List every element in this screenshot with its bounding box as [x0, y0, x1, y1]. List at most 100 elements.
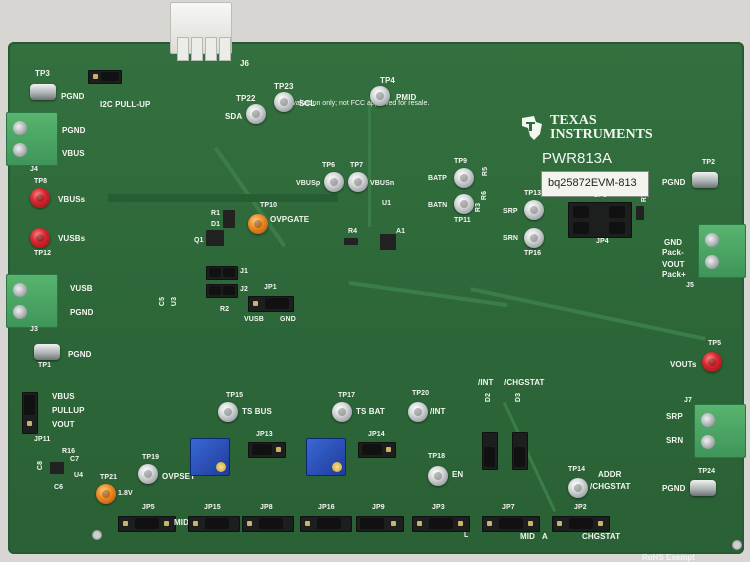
ts-bat-potentiometer[interactable] [306, 438, 346, 476]
label-tp20: TP20 [412, 390, 430, 397]
trace [368, 97, 371, 227]
trace [470, 287, 706, 341]
screw-icon [705, 255, 719, 269]
label-jp1: JP1 [264, 284, 277, 291]
tp20-testpoint[interactable] [408, 402, 428, 422]
jp6-jp4-header[interactable] [568, 202, 632, 238]
tp22-testpoint[interactable] [246, 104, 266, 124]
evm-label-text: bq25872EVM-813 [548, 177, 637, 189]
label-tp10: TP10 [260, 202, 278, 209]
label-jp9: JP9 [372, 504, 385, 511]
tp9-testpoint[interactable] [454, 168, 474, 188]
screw-icon [705, 233, 719, 247]
jp9-header[interactable] [356, 516, 404, 532]
label-tp12: TP12 [34, 250, 52, 257]
label-r6: R6 [481, 190, 489, 201]
j3-terminal-block[interactable] [6, 274, 58, 328]
tp14-testpoint[interactable] [568, 478, 588, 498]
d3-header[interactable] [512, 432, 528, 470]
i2c-pullup-header[interactable] [88, 70, 122, 84]
label-ovpgate: OVPGATE [270, 215, 310, 224]
r1-d1-components [223, 210, 235, 228]
label-tp2: TP2 [702, 159, 716, 166]
knob-icon [332, 462, 342, 472]
tp17-testpoint[interactable] [332, 402, 352, 422]
label-j5: J5 [686, 282, 694, 289]
tp3-testpoint[interactable] [30, 84, 56, 100]
tp21-testpoint[interactable] [96, 484, 116, 504]
label-r7: R7 [641, 192, 649, 203]
tp24-testpoint[interactable] [690, 480, 716, 496]
jp13-header[interactable] [248, 442, 286, 458]
tp18-testpoint[interactable] [428, 466, 448, 486]
j6-connector[interactable] [170, 2, 232, 61]
j2-header[interactable] [206, 284, 238, 298]
label-j2: J2 [240, 286, 248, 293]
label-srp-j7: SRP [666, 412, 683, 421]
ts-bus-potentiometer[interactable] [190, 438, 230, 476]
jp15-header[interactable] [188, 516, 240, 532]
label-sda: SDA [225, 112, 243, 121]
label-vusb-j3: VUSB [70, 284, 93, 293]
label-vbus-jp11: VBUS [52, 392, 75, 401]
tp19-testpoint[interactable] [138, 464, 158, 484]
label-tp18: TP18 [428, 453, 446, 460]
tp1-testpoint[interactable] [34, 344, 60, 360]
label-jp7: JP7 [502, 504, 515, 511]
jp11-header[interactable] [22, 392, 38, 434]
label-l-jp3: L [464, 532, 469, 539]
tp8-testpoint[interactable] [30, 188, 50, 208]
label-chgstat-jp2: CHGSTAT [582, 532, 621, 541]
label-pgnd-tp1: PGND [68, 350, 92, 359]
tp13-testpoint[interactable] [524, 200, 544, 220]
label-pullup: PULLUP [52, 406, 85, 415]
tp5-testpoint[interactable] [702, 352, 722, 372]
tp16-testpoint[interactable] [524, 228, 544, 248]
label-jp8: JP8 [260, 504, 273, 511]
jp2-header[interactable] [552, 516, 610, 532]
tp11-testpoint[interactable] [454, 194, 474, 214]
screw-icon [13, 121, 27, 135]
tp12-testpoint[interactable] [30, 228, 50, 248]
label-jp4: JP4 [596, 238, 609, 245]
tp10-testpoint[interactable] [248, 214, 268, 234]
tp7-testpoint[interactable] [348, 172, 368, 192]
d2-header[interactable] [482, 432, 498, 470]
label-int-chg: /INT [478, 378, 494, 387]
label-pgnd-br: PGND [662, 484, 686, 493]
label-r5: R5 [482, 166, 490, 177]
j4-terminal-block[interactable] [6, 112, 58, 166]
tp6-testpoint[interactable] [324, 172, 344, 192]
label-pgnd-tr: PGND [662, 178, 686, 187]
j5-terminal-block[interactable] [698, 224, 746, 278]
tp23-testpoint[interactable] [274, 92, 294, 112]
tp2-testpoint[interactable] [692, 172, 718, 188]
trace [502, 401, 557, 513]
label-jp5: JP5 [142, 504, 155, 511]
jp8-header[interactable] [242, 516, 294, 532]
label-d2: D2 [485, 392, 493, 403]
j1-header[interactable] [206, 266, 238, 280]
label-chgstat2: /CHGSTAT [590, 482, 631, 491]
label-c5: C5 [159, 296, 167, 307]
jp16-header[interactable] [300, 516, 352, 532]
label-tp3: TP3 [35, 69, 50, 78]
jp14-header[interactable] [358, 442, 396, 458]
label-jp1-vusb: VUSB [244, 316, 264, 323]
tp15-testpoint[interactable] [218, 402, 238, 422]
label-ts-bus: TS BUS [242, 407, 272, 416]
mounting-hole [92, 530, 102, 540]
jp5-header[interactable] [118, 516, 176, 532]
label-vbusp: VBUSp [296, 180, 321, 187]
label-r2: R2 [220, 306, 230, 313]
j7-terminal-block[interactable] [694, 404, 746, 458]
screw-icon [13, 305, 27, 319]
tp4-testpoint[interactable] [370, 86, 390, 106]
jp1-header[interactable] [248, 296, 294, 312]
jp3-header[interactable] [412, 516, 470, 532]
label-ovpset: OVPSET [162, 472, 196, 481]
label-pmid: PMID [396, 93, 417, 102]
jp7-header[interactable] [482, 516, 540, 532]
label-pgnd-j4: PGND [62, 126, 86, 135]
label-c8: C8 [37, 460, 45, 471]
